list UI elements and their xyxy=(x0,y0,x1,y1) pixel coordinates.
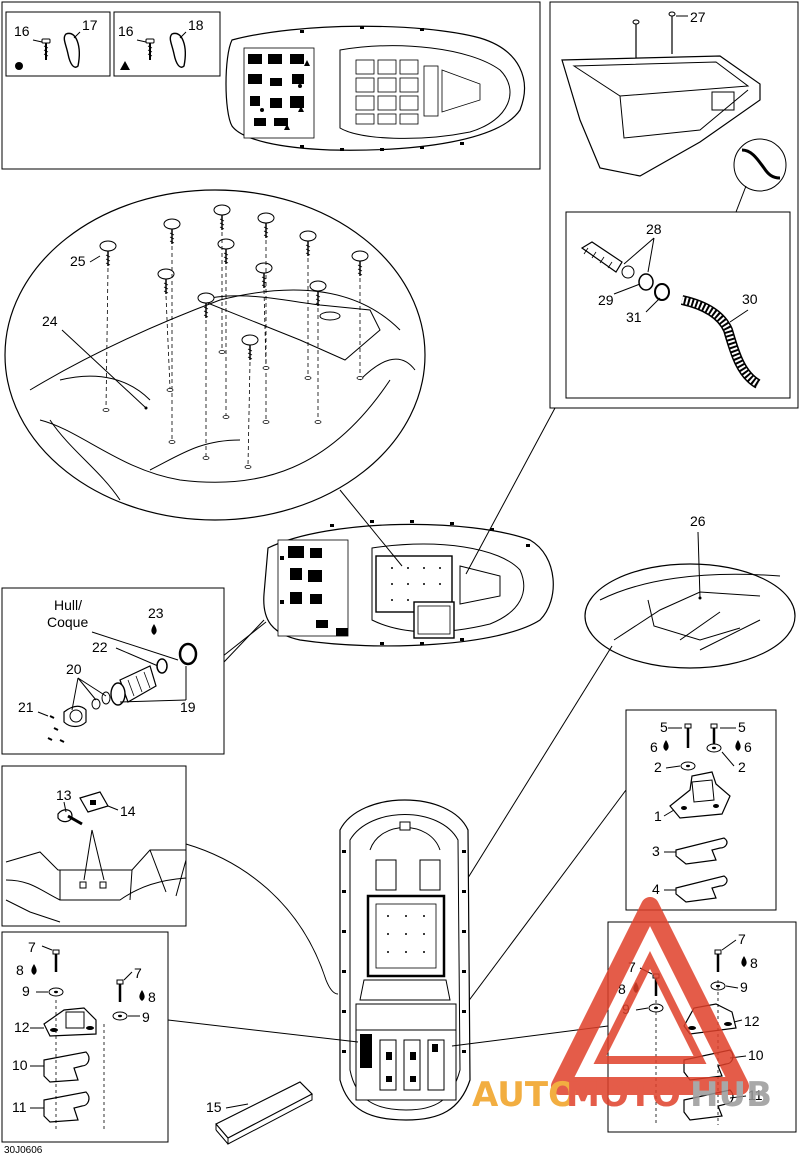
drain-fitting xyxy=(580,241,623,273)
callout-8b: 8 xyxy=(148,989,156,1005)
circle-marker-icon xyxy=(15,62,23,70)
callout-19: 19 xyxy=(180,699,196,715)
callout-7b: 7 xyxy=(134,965,142,981)
callout-27: 27 xyxy=(690,9,706,25)
engine-mount-detail-box: 5 5 6 6 2 2 1 3 4 xyxy=(431,709,777,1051)
top-hull-overview xyxy=(225,25,525,151)
callout-31: 31 xyxy=(626,309,642,325)
callout-28: 28 xyxy=(646,221,662,237)
cable-tie-icon xyxy=(63,32,80,68)
storage-bin: 27 xyxy=(561,9,787,213)
cable-tie-icon xyxy=(169,32,186,68)
callout-13: 13 xyxy=(56,787,72,803)
cable-tie-circle-set: 16 17 xyxy=(14,17,98,70)
callout-2a: 2 xyxy=(654,759,662,775)
callout-16a: 16 xyxy=(14,23,30,39)
callout-1: 1 xyxy=(654,808,662,824)
watermark-text-c: HUB xyxy=(690,1075,772,1115)
callout-7a: 7 xyxy=(28,939,36,955)
hull-fitting-detail-box: Hull/ Coque 23 22 20 21 19 xyxy=(1,587,265,755)
callout-26: 26 xyxy=(690,513,706,529)
callout-12: 12 xyxy=(14,1019,30,1035)
triangle-marker-icon xyxy=(120,61,130,70)
callout-25: 25 xyxy=(70,253,86,269)
hull-label-line2: Coque xyxy=(47,614,88,630)
callout-8a: 8 xyxy=(16,962,24,978)
callout-15: 15 xyxy=(206,1099,222,1115)
front-mount-detail-box: 7 8 9 7 8 9 12 10 11 xyxy=(1,931,359,1143)
callout-16b: 16 xyxy=(118,23,134,39)
deck-plug-oval-detail: 25 24 xyxy=(4,189,426,521)
drain-hose-box: 28 29 30 31 xyxy=(565,211,791,399)
callout-12b: 12 xyxy=(744,1013,760,1029)
callout-9b: 9 xyxy=(142,1009,150,1025)
watermark-text-a: AUTO xyxy=(472,1075,577,1115)
callout-11b: 11 xyxy=(748,1087,763,1103)
callout-7c: 7 xyxy=(738,931,746,947)
callout-17: 17 xyxy=(82,17,98,33)
hull-top-view-middle xyxy=(217,407,556,661)
clip-detail-box: 13 14 xyxy=(1,765,339,995)
callout-10b: 10 xyxy=(748,1047,764,1063)
storage-compartment-oval: 26 xyxy=(411,513,796,969)
callout-8d: 8 xyxy=(618,981,626,997)
callout-9c: 9 xyxy=(740,979,748,995)
foam-pad: 15 xyxy=(206,1081,314,1145)
callout-14: 14 xyxy=(120,803,136,819)
callout-5a: 5 xyxy=(660,719,668,735)
callout-23: 23 xyxy=(148,605,164,621)
figure-code: 30J0606 xyxy=(4,1145,43,1156)
hull-label-line1: Hull/ xyxy=(54,597,82,613)
cable-tie-triangle-set: 16 18 xyxy=(118,17,204,70)
callout-7d: 7 xyxy=(628,959,636,975)
watermark-logo: AUTO MOTO HUB xyxy=(472,897,772,1115)
callout-4: 4 xyxy=(652,881,660,897)
callout-10: 10 xyxy=(12,1057,28,1073)
callout-9a: 9 xyxy=(22,983,30,999)
callout-8c: 8 xyxy=(750,955,758,971)
callout-11: 11 xyxy=(12,1099,27,1115)
watermark-text-b: MOTO xyxy=(566,1075,681,1115)
callout-21: 21 xyxy=(18,699,34,715)
callout-6a: 6 xyxy=(650,739,658,755)
callout-2b: 2 xyxy=(738,759,746,775)
callout-18: 18 xyxy=(188,17,204,33)
callout-29: 29 xyxy=(598,292,614,308)
callout-30: 30 xyxy=(742,291,758,307)
callout-3: 3 xyxy=(652,843,660,859)
hull-top-view-lower xyxy=(339,799,471,1121)
callout-22: 22 xyxy=(92,639,108,655)
callout-5b: 5 xyxy=(738,719,746,735)
callout-20: 20 xyxy=(66,661,82,677)
callout-24: 24 xyxy=(42,313,58,329)
callout-6b: 6 xyxy=(744,739,752,755)
